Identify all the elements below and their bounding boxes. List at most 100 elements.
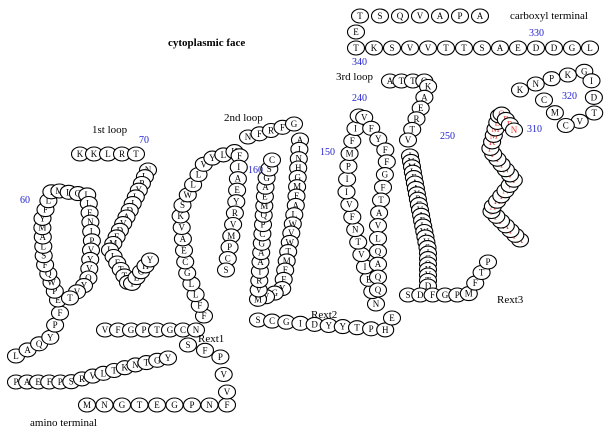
residue-letter: F [43, 260, 48, 270]
residue: A [368, 256, 388, 272]
residue-letter: L [189, 279, 195, 289]
residue-letter: N [193, 325, 200, 335]
residue: S [216, 262, 236, 278]
residue-letter: C [180, 325, 186, 335]
residue-letter: G [259, 238, 266, 248]
residue-letter: A [258, 248, 265, 258]
residue-letter: Q [375, 272, 382, 282]
residue: G [165, 397, 184, 413]
residue-letter: V [425, 43, 432, 53]
residue-letter: G [271, 288, 278, 298]
residue-letter: C [541, 95, 547, 105]
residue-letter: L [66, 187, 72, 197]
residue-circle [508, 40, 528, 56]
residue: T [349, 234, 368, 250]
residue-letter: S [255, 315, 260, 325]
residue-letter: L [196, 170, 202, 180]
residue: M [340, 145, 359, 162]
residue: G [112, 397, 132, 413]
residue-letter: F [57, 308, 62, 318]
residue-letter: M [346, 149, 354, 159]
residue: V [340, 196, 359, 213]
residue-letter: K [565, 70, 572, 80]
residue-letter: Y [233, 197, 240, 207]
residue: P [134, 322, 154, 338]
residue-circle [478, 254, 498, 270]
residue: N [200, 397, 219, 413]
residue-letter: I [90, 227, 93, 237]
residue-letter: W [184, 190, 193, 200]
residue-circle [544, 40, 564, 56]
residue-letter: S [377, 11, 382, 21]
residue-letter: T [355, 237, 361, 247]
residue-letter: Y [375, 134, 382, 144]
residue-letter: P [455, 290, 460, 300]
residue-letter: Y [147, 255, 154, 265]
residue-letter: T [399, 76, 405, 86]
residue-letter: E [262, 192, 268, 202]
residue-letter: F [350, 136, 355, 146]
residue-letter: T [357, 11, 363, 21]
residue-letter: K [371, 43, 378, 53]
residue-circle [545, 105, 564, 121]
residue-letter: L [46, 196, 52, 206]
residue-circle [178, 337, 198, 353]
residue-letter: S [185, 340, 190, 350]
residue-letter: A [262, 182, 269, 192]
residue-letter: S [479, 43, 484, 53]
residue-letter: T [479, 268, 485, 278]
residue-letter: T [144, 358, 150, 368]
residue-circle [585, 105, 604, 121]
residue-circle [346, 40, 366, 56]
residue: C [262, 152, 282, 168]
residue-letter: V [255, 285, 262, 295]
residue-letter: V [407, 43, 414, 53]
residue-letter: T [410, 76, 416, 86]
residue-letter: M [551, 108, 559, 118]
residue-circle [350, 8, 370, 24]
residue-circle [470, 8, 490, 24]
residue-circle [418, 40, 438, 56]
third-loop-label: 3rd loop [336, 71, 373, 83]
residue: F [377, 154, 396, 170]
residue-number-250: 250 [440, 131, 455, 142]
residue-letter: E [515, 43, 521, 53]
residue-letter: M [55, 186, 63, 196]
rext1-label: Rext1 [198, 333, 224, 345]
residue-circle [214, 366, 233, 383]
residue-letter: S [41, 251, 46, 261]
residue: E [346, 24, 366, 40]
residue-letter: P [260, 220, 265, 230]
residue-number-320: 320 [562, 91, 577, 102]
residue-letter: C [225, 254, 231, 264]
residue-letter: T [353, 43, 359, 53]
residue-letter: T [591, 108, 597, 118]
residue-letter: S [267, 164, 272, 174]
residue-letter: A [297, 135, 304, 145]
residue-letter: P [53, 320, 58, 330]
residue-circle [510, 82, 530, 98]
residue-circle [262, 152, 282, 168]
residue-letter: F [383, 145, 388, 155]
residue-circle [400, 40, 420, 56]
residue-letter: V [201, 159, 208, 169]
residue-letter: R [119, 149, 125, 159]
residue-letter: A [293, 200, 300, 210]
residue-letter: A [24, 377, 31, 387]
residue-letter: T [67, 293, 73, 303]
residue-letter: F [350, 212, 355, 222]
residue: T [585, 105, 604, 121]
residue-letter: I [346, 174, 349, 184]
residue-letter: P [141, 325, 146, 335]
residue-letter: T [154, 325, 160, 335]
residue-letter: F [294, 191, 299, 201]
residue-letter: M [283, 256, 291, 266]
residue: E [508, 40, 528, 56]
residue-letter: Y [39, 213, 46, 223]
residue: I [582, 73, 601, 89]
residue-letter: M [293, 182, 301, 192]
residue-letter: G [184, 268, 191, 278]
residue: T [350, 8, 370, 24]
residue-letter: L [190, 180, 196, 190]
residue-letter: E [154, 400, 160, 410]
